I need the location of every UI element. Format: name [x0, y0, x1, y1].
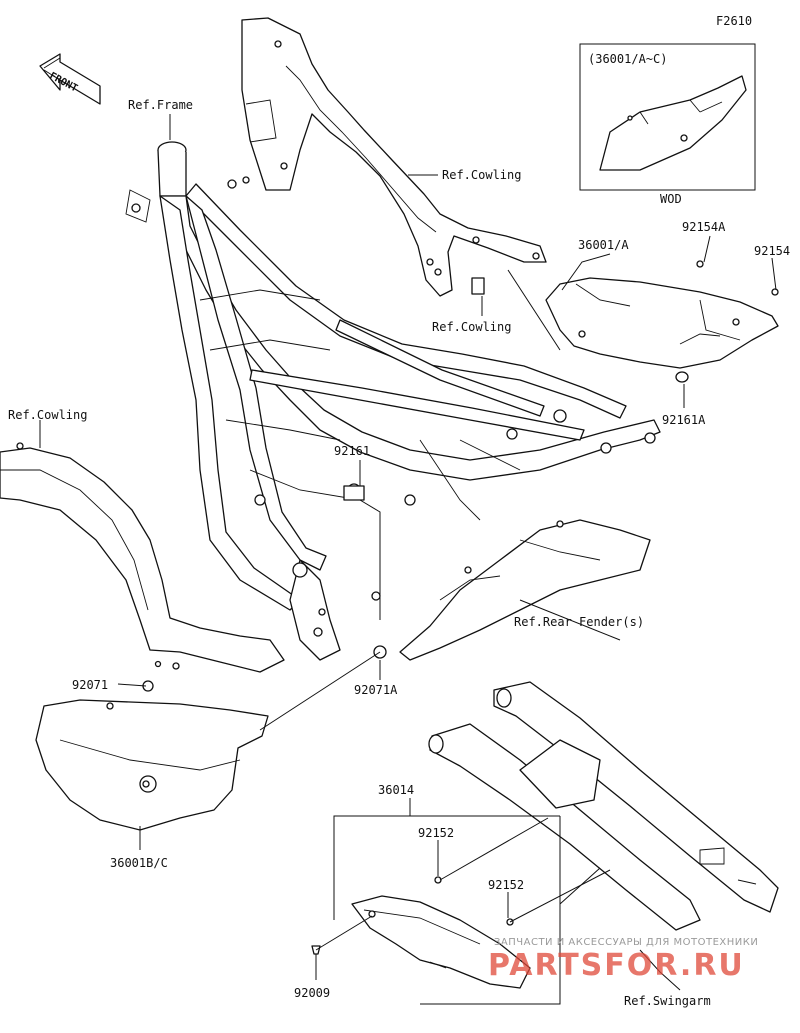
- front-arrow-icon: [39, 53, 101, 105]
- label-ref-cowling-left: Ref.Cowling: [8, 408, 88, 422]
- side-cover-a-part: [545, 277, 779, 369]
- label-92161a: 92161A: [662, 413, 706, 427]
- rear-fender-part: [371, 519, 651, 661]
- seat-cowling-part: [241, 17, 547, 297]
- label-92154a: 92154A: [682, 220, 726, 234]
- label-ref-frame: Ref.Frame: [128, 98, 194, 112]
- inset-title: (36001/A~C): [588, 52, 668, 66]
- watermark-logo: PARTSFOR.RU: [488, 948, 745, 983]
- label-36014: 36014: [378, 783, 415, 797]
- leader-lines: [39, 114, 777, 1005]
- label-92009: 92009: [294, 986, 331, 1000]
- chain-guard-part: [351, 895, 531, 989]
- figure-code: F2610: [716, 14, 753, 28]
- label-ref-rear-fender: Ref.Rear Fender(s): [514, 615, 645, 629]
- frame-part: [125, 141, 661, 661]
- label-36001bc: 36001B/C: [110, 856, 168, 870]
- watermark-tagline: ЗАПЧАСТИ И АКСЕССУАРЫ ДЛЯ МОТОТЕХНИКИ: [494, 937, 759, 948]
- label-92152-b: 92152: [488, 878, 525, 892]
- left-cowling-part: [0, 442, 285, 673]
- inset-box: [579, 43, 756, 191]
- fastener-parts: [142, 260, 779, 955]
- side-cover-bc-part: [35, 699, 269, 831]
- label-92071: 92071: [72, 678, 109, 692]
- label-92152-a: 92152: [418, 826, 455, 840]
- label-92071a: 92071A: [354, 683, 398, 697]
- label-92154: 92154: [754, 244, 791, 258]
- inset-caption: WOD: [660, 192, 682, 206]
- label-ref-cowling-top: Ref.Cowling: [442, 168, 522, 182]
- label-92161: 92161: [334, 444, 371, 458]
- label-ref-cowling-mid: Ref.Cowling: [432, 320, 512, 334]
- label-ref-swingarm: Ref.Swingarm: [624, 994, 711, 1008]
- label-36001a: 36001/A: [578, 238, 629, 252]
- swingarm-part: [428, 681, 779, 931]
